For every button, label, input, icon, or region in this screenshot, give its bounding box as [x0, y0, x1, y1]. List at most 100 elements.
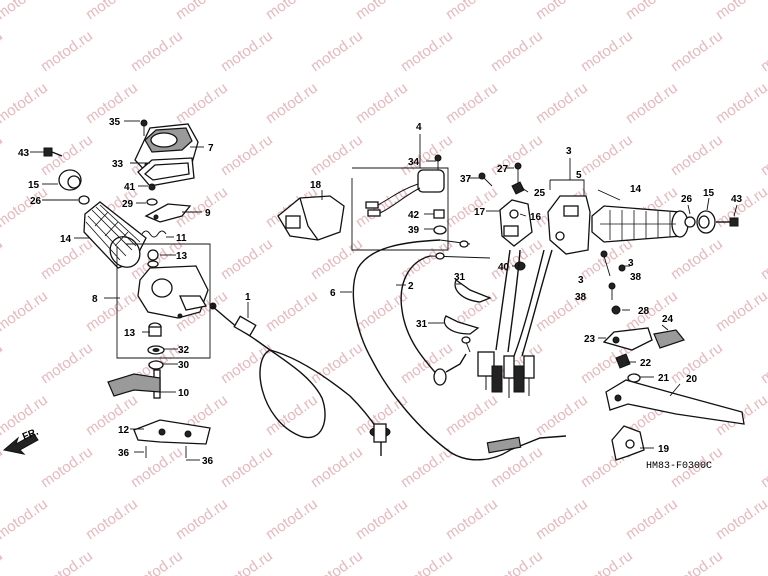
callout-10: 10	[178, 388, 190, 399]
callout-39: 39	[408, 225, 420, 236]
callout-41: 41	[124, 182, 136, 193]
watermark-text: motod.ru	[578, 27, 636, 75]
bolt-43-right	[716, 217, 739, 227]
callout-18: 18	[310, 180, 322, 191]
watermark-text: motod.ru	[0, 287, 51, 335]
watermark-text: motod.ru	[128, 547, 186, 576]
watermark-text: motod.ru	[713, 495, 768, 543]
callout-4: 4	[416, 122, 422, 133]
switch-16-17	[499, 199, 533, 247]
watermark-text: motod.ru	[533, 0, 591, 23]
watermark-text: motod.ru	[308, 443, 366, 491]
callout-14: 14	[60, 234, 72, 245]
watermark-text: motod.ru	[623, 495, 681, 543]
callout-31-bottom: 31	[416, 319, 428, 330]
watermark-text: motod.ru	[0, 0, 51, 23]
collar-26-left	[78, 195, 90, 205]
watermark-text: motod.ru	[443, 79, 501, 127]
callout-37: 37	[460, 174, 472, 185]
callout-43: 43	[18, 148, 30, 159]
callout-6: 6	[330, 288, 336, 299]
callout-38-right: 38	[630, 272, 642, 283]
callout-25: 25	[534, 188, 546, 199]
callout-21: 21	[658, 373, 670, 384]
callout-28: 28	[638, 306, 650, 317]
watermark-text: motod.ru	[488, 547, 546, 576]
watermark-text: motod.ru	[218, 131, 276, 179]
watermark-text: motod.ru	[578, 547, 636, 576]
watermark-text: motod.ru	[353, 495, 411, 543]
part-13-top	[147, 249, 159, 268]
watermark-text: motod.ru	[38, 443, 96, 491]
watermark-text: motod.ru	[713, 0, 768, 23]
watermark-text: motod.ru	[713, 287, 768, 335]
watermark-text: motod.ru	[308, 235, 366, 283]
watermark-text: motod.ru	[218, 443, 276, 491]
watermark-text: motod.ru	[353, 0, 411, 23]
callout-35: 35	[109, 117, 121, 128]
wiring-harness	[461, 249, 553, 398]
watermark-text: motod.ru	[443, 0, 501, 23]
callout-3-top: 3	[566, 146, 572, 157]
callout-23: 23	[584, 334, 596, 345]
watermark-text: motod.ru	[128, 27, 186, 75]
callout-3-lower: 3	[578, 275, 584, 286]
watermark-text: motod.ru	[623, 79, 681, 127]
watermark-text: motod.ru	[758, 235, 768, 283]
callout-12: 12	[118, 425, 130, 436]
watermark-text: motod.ru	[0, 79, 51, 127]
watermark-text: motod.ru	[218, 339, 276, 387]
callout-34: 34	[408, 157, 420, 168]
watermark-text: motod.ru	[623, 0, 681, 23]
watermark-text: motod.ru	[128, 443, 186, 491]
watermark-text: motod.ru	[533, 79, 591, 127]
bracket-19	[611, 425, 645, 461]
callout-31-top: 31	[454, 272, 466, 283]
callout-11: 11	[176, 233, 187, 244]
watermark-text: motod.ru	[443, 391, 501, 439]
callout-15: 15	[28, 180, 40, 191]
brake-lever-20	[605, 379, 745, 425]
callout-20: 20	[686, 374, 698, 385]
watermark-text: motod.ru	[0, 235, 6, 283]
callout-40: 40	[498, 262, 510, 273]
callout-17: 17	[474, 207, 486, 218]
watermark-text: motod.ru	[443, 183, 501, 231]
watermark-text: motod.ru	[38, 27, 96, 75]
watermark-text: motod.ru	[488, 27, 546, 75]
watermark-text: motod.ru	[83, 391, 141, 439]
watermark-text: motod.ru	[263, 287, 321, 335]
callout-labels: 43 15 26 14 35 7 33 41 29 9 11 13 8 13 3…	[18, 117, 743, 467]
bracket-12	[133, 419, 211, 458]
cable-6	[352, 239, 567, 461]
washer-32	[147, 345, 165, 355]
callout-43-right: 43	[731, 194, 743, 205]
callout-5: 5	[576, 170, 582, 181]
watermark-text: motod.ru	[668, 235, 726, 283]
screw-35	[140, 119, 148, 136]
watermark-text: motod.ru	[0, 183, 51, 231]
callout-13-top: 13	[176, 251, 188, 262]
watermark-text: motod.ru	[398, 547, 456, 576]
dashed-bracket-right	[549, 179, 585, 196]
watermark-text: motod.ru	[713, 183, 768, 231]
watermark-text: motod.ru	[263, 79, 321, 127]
diagram-code: HM83-F0300C	[646, 461, 712, 472]
callout-8: 8	[92, 294, 98, 305]
watermark-text: motod.ru	[308, 131, 366, 179]
cable-2	[400, 252, 491, 386]
collar-26-right	[684, 216, 696, 228]
callout-1: 1	[245, 292, 251, 303]
callout-7: 7	[208, 143, 214, 154]
watermark-text: motod.ru	[758, 27, 768, 75]
callout-13-bottom: 13	[124, 328, 136, 339]
leader-lines	[30, 120, 738, 461]
clamp-31-bottom	[443, 315, 480, 335]
watermark-text: motod.ru	[668, 27, 726, 75]
part-40	[514, 261, 526, 271]
watermark-text: motod.ru	[668, 131, 726, 179]
watermark-text: motod.ru	[38, 547, 96, 576]
small-parts-41-29	[146, 183, 158, 206]
callout-16: 16	[530, 212, 542, 223]
